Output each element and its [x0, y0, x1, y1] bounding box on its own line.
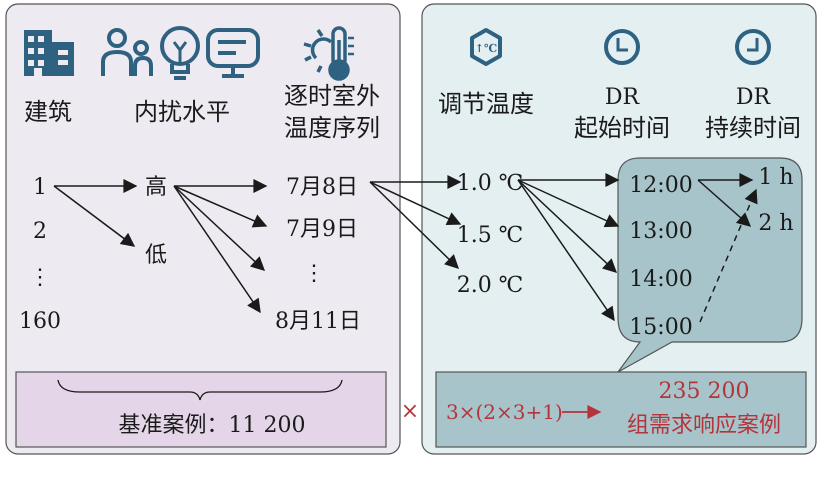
gain-level-low: 低 [145, 243, 167, 268]
date-ellipsis: ⋮ [303, 261, 325, 286]
setpoint-1-0: 1.0 ℃ [457, 171, 524, 196]
arrow-high-aug11 [173, 185, 261, 314]
dr-cases-label: 组需求响应案例 [627, 413, 781, 438]
multiply-sign: × [401, 399, 419, 424]
start-time-1200: 12:00 [629, 173, 692, 198]
header-dr-start-line1: DR [605, 85, 641, 110]
start-time-1500: 15:00 [629, 315, 692, 340]
sun-thermometer-icon [303, 26, 354, 81]
clock-duration-icon [735, 29, 771, 65]
clock-start-icon [604, 29, 640, 65]
arrow-jul8-1-5 [369, 181, 462, 226]
arrow-1-0-1400 [517, 179, 618, 273]
header-weather-line1: 逐时室外 [284, 82, 380, 110]
header-dr-duration-line2: 持续时间 [705, 114, 801, 142]
people-icon [101, 28, 153, 76]
header-internal-gain: 内扰水平 [134, 98, 230, 126]
start-time-1400: 14:00 [629, 267, 692, 292]
dr-cases-count: 235 200 [659, 379, 750, 404]
duration-1h: 1 h [758, 165, 793, 190]
arrow-high-ellipsis [173, 185, 266, 271]
baseline-brace [57, 379, 343, 401]
building-icon [24, 30, 74, 76]
arrow-jul8-2-0 [369, 181, 460, 269]
date-aug-11: 8月11日 [275, 309, 361, 334]
building-id-1: 1 [33, 175, 47, 200]
baseline-label: 基准案例：11 200 [119, 413, 306, 438]
building-id-2: 2 [33, 219, 47, 244]
building-id-ellipsis: ⋮ [29, 265, 51, 290]
header-dr-duration-line1: DR [736, 85, 772, 110]
monitor-icon [206, 28, 260, 78]
header-dr-start-line2: 起始时间 [574, 114, 670, 142]
arrow-1500-dashed [699, 188, 758, 323]
svg-text:↑℃: ↑℃ [475, 42, 497, 55]
arrow-high-jul9 [173, 185, 268, 228]
date-jul-8: 7月8日 [286, 175, 358, 200]
arrow-b1-low [53, 185, 136, 247]
arrow-1-0-1500 [517, 179, 615, 322]
header-weather-line2: 温度序列 [284, 114, 380, 142]
header-building: 建筑 [24, 98, 72, 126]
baseline-box [15, 371, 387, 448]
arrow-1-0-1300 [517, 179, 620, 228]
lightbulb-icon [160, 26, 200, 80]
building-id-160: 160 [19, 309, 61, 334]
start-time-1300: 13:00 [629, 219, 692, 244]
arrow-1200-2h [697, 179, 752, 227]
header-setpoint: 调节温度 [438, 90, 534, 118]
setpoint-1-5: 1.5 ℃ [457, 223, 524, 248]
duration-2h: 2 h [758, 211, 793, 236]
dr-formula: 3×(2×3+1) [446, 400, 563, 424]
date-jul-9: 7月9日 [286, 217, 358, 242]
setpoint-2-0: 2.0 ℃ [457, 273, 524, 298]
dr-cases-box [435, 371, 807, 448]
temperature-setpoint-icon: ↑℃ [470, 28, 502, 66]
gain-level-high: 高 [145, 175, 167, 200]
